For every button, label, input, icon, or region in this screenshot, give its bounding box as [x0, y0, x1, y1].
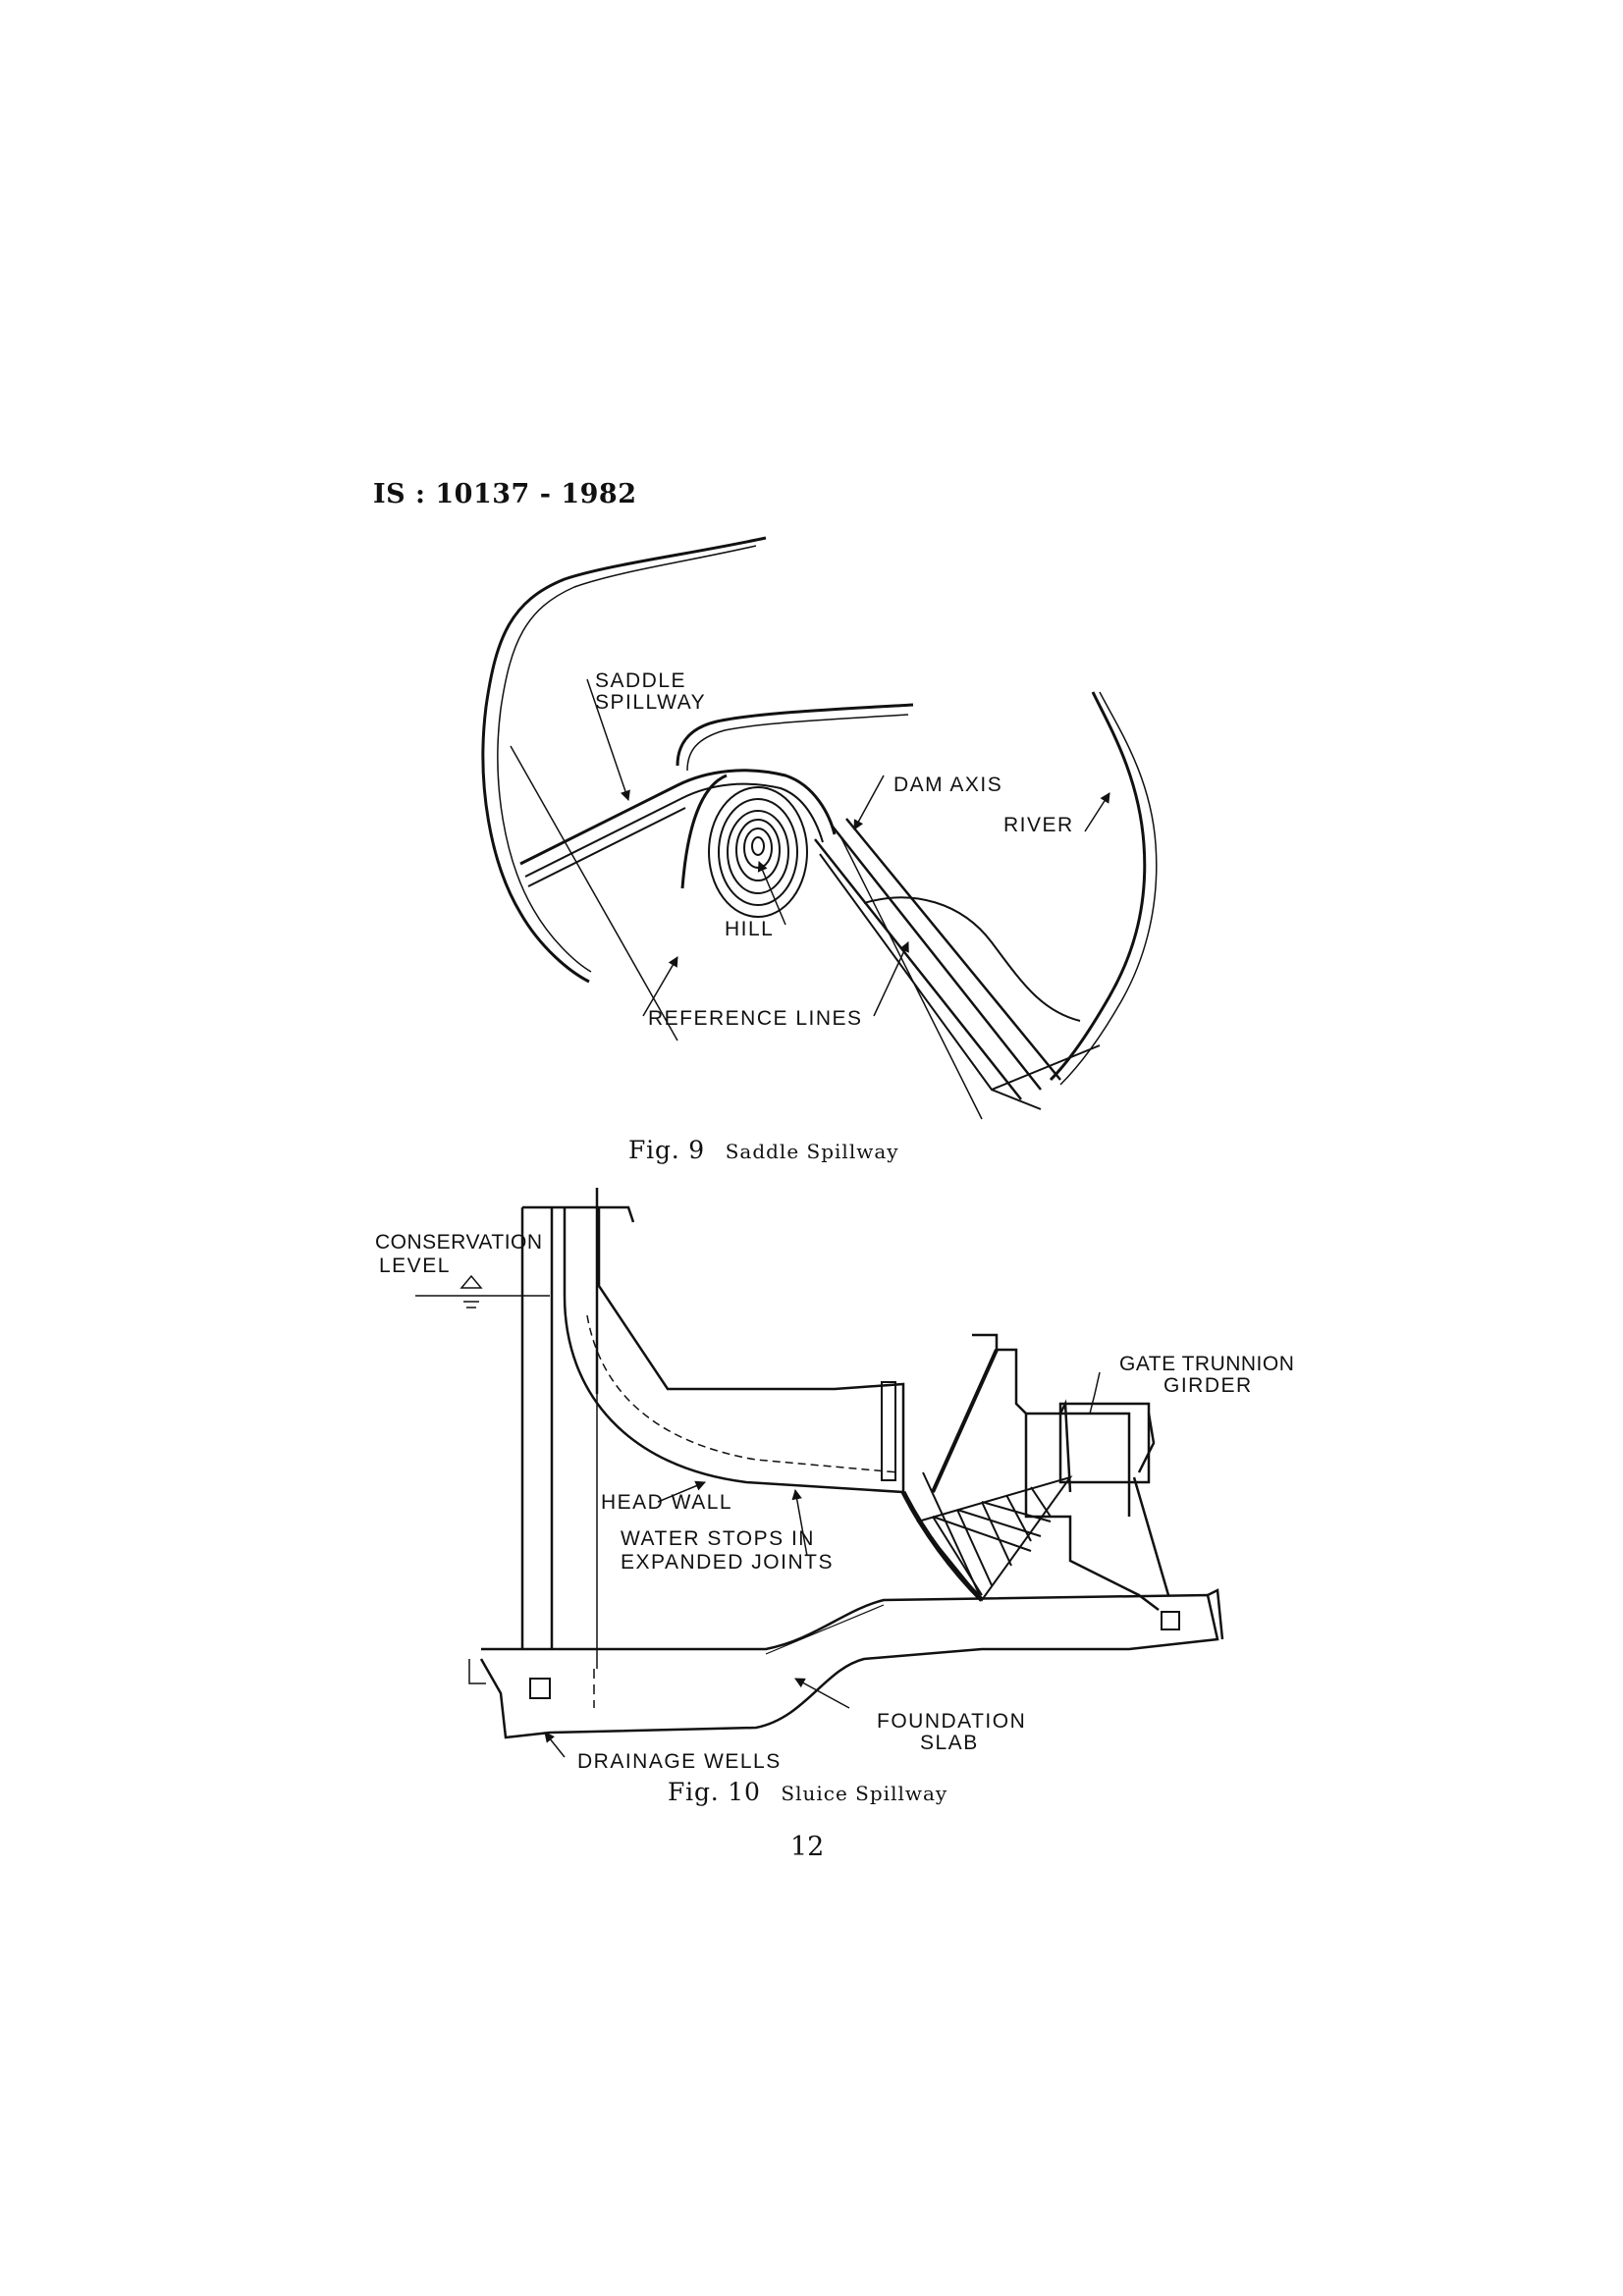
figure-9-caption-title: Saddle Spillway [726, 1140, 899, 1163]
dam-body-outline [520, 1207, 554, 1649]
label-river: RIVER [1003, 814, 1074, 836]
label-water-stops-line2: EXPANDED JOINTS [621, 1551, 834, 1574]
figure-10-caption-number: Fig. 10 [668, 1778, 761, 1806]
gate-truss [916, 1475, 1073, 1602]
label-conservation-line1: CONSERVATION [375, 1231, 543, 1254]
page-number: 12 [790, 1832, 825, 1862]
label-gate-line1: GATE TRUNNION [1119, 1353, 1294, 1375]
label-foundation-line1: FOUNDATION [877, 1710, 1026, 1733]
foundation-slab [479, 1593, 1219, 1739]
reservoir-rim [481, 536, 767, 984]
label-conservation-line2: LEVEL [379, 1255, 451, 1277]
radial-gate [900, 1490, 984, 1602]
label-hill: HILL [725, 918, 774, 940]
label-foundation-line2: SLAB [920, 1732, 979, 1754]
figure-10-caption-title: Sluice Spillway [781, 1782, 947, 1805]
label-gate-line2: GIRDER [1163, 1374, 1253, 1397]
label-saddle-line2: SPILLWAY [595, 691, 706, 714]
label-saddle-line1: SADDLE [595, 669, 686, 692]
figure-9-labels: SADDLE SPILLWAY DAM AXIS RIVER HILL REFE… [595, 669, 1074, 1030]
figure-9-saddle-spillway [481, 536, 1158, 1120]
label-water-stops-line1: WATER STOPS IN [621, 1527, 815, 1550]
figure-10-sluice-spillway [415, 1188, 1224, 1758]
reference-line-2 [839, 833, 983, 1120]
figure-9-caption-number: Fig. 9 [628, 1136, 705, 1164]
hill-contours [680, 774, 808, 918]
figure-9-caption: Fig. 9 Saddle Spillway [628, 1136, 899, 1164]
trunnion-girder [1058, 1402, 1151, 1484]
label-head-wall: HEAD WALL [601, 1491, 732, 1514]
sluice-conduit [563, 1207, 905, 1494]
saddle-spillway-channel [519, 769, 837, 866]
label-dam-axis: DAM AXIS [893, 774, 1002, 796]
figure-10-caption: Fig. 10 Sluice Spillway [668, 1778, 947, 1806]
spur-ridge [676, 703, 914, 767]
river-line [1049, 691, 1147, 1082]
dam-embankment [814, 818, 1061, 1100]
standard-number-header: IS : 10137 - 1982 [373, 479, 637, 509]
figure-10-labels: CONSERVATION LEVEL GATE TRUNNION GIRDER … [375, 1231, 1294, 1773]
gate-pier [972, 1333, 1160, 1611]
reference-line-1 [510, 745, 678, 1041]
label-drainage-wells: DRAINAGE WELLS [577, 1750, 782, 1773]
label-reference-lines: REFERENCE LINES [648, 1007, 863, 1030]
